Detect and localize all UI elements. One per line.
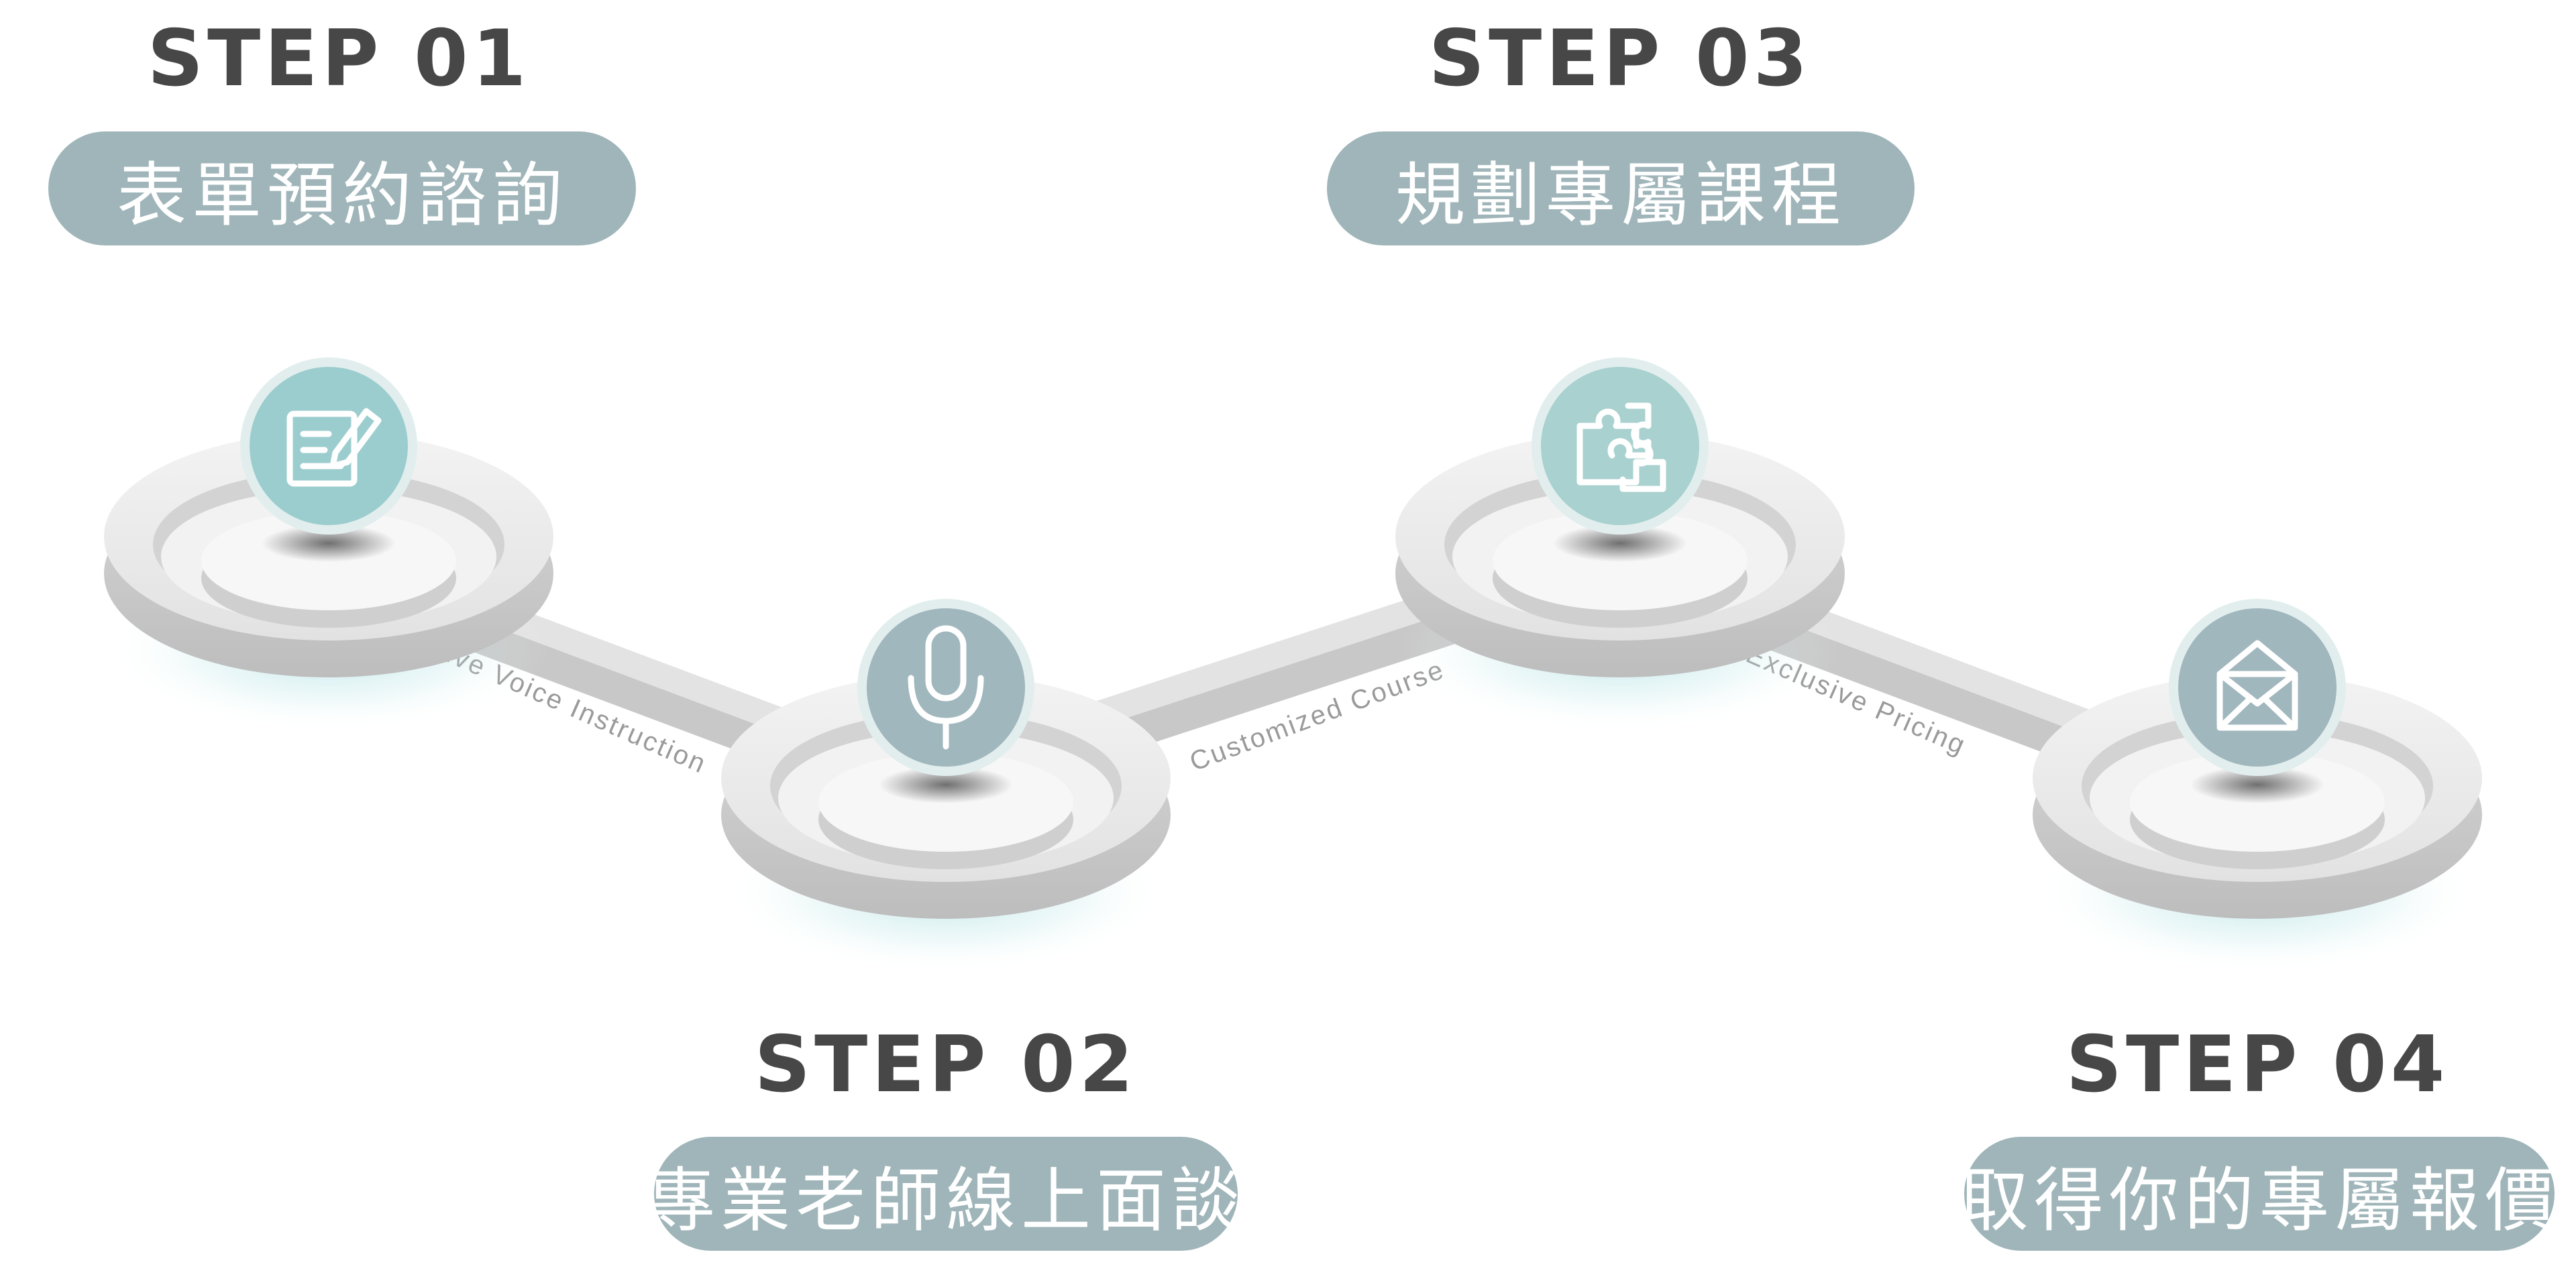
connector-1 [470,590,792,771]
step-1-title-pill: 表單預約諮詢 [48,131,636,245]
form-edit-icon [286,408,382,487]
step-1-node [104,357,553,731]
puzzle-icon [1576,402,1666,492]
step-1-label: STEP 01 [147,13,531,104]
step-1-icon-disc [250,367,408,525]
step-3-node [1395,357,1845,731]
step-4-label: STEP 04 [2065,1019,2449,1110]
step-4-icon-disc [2178,608,2337,767]
connector-3 [1771,590,2093,771]
step-2-title-pill: 專業老師線上面談 [645,1137,1241,1251]
step-3-label: STEP 03 [1428,13,1812,104]
step-4-title-pill: 取得你的專屬報價 [1959,1137,2555,1251]
step-3-icon-disc [1541,367,1699,525]
envelope-icon [2216,640,2298,731]
step-4-node [2033,599,2482,972]
connector-2 [1087,577,1476,765]
microphone-icon [908,625,984,750]
step-2-label: STEP 02 [754,1019,1138,1110]
step-2-icon-disc [867,608,1025,767]
step-3-title-pill: 規劃專屬課程 [1327,131,1915,245]
step-2-node [721,599,1171,972]
